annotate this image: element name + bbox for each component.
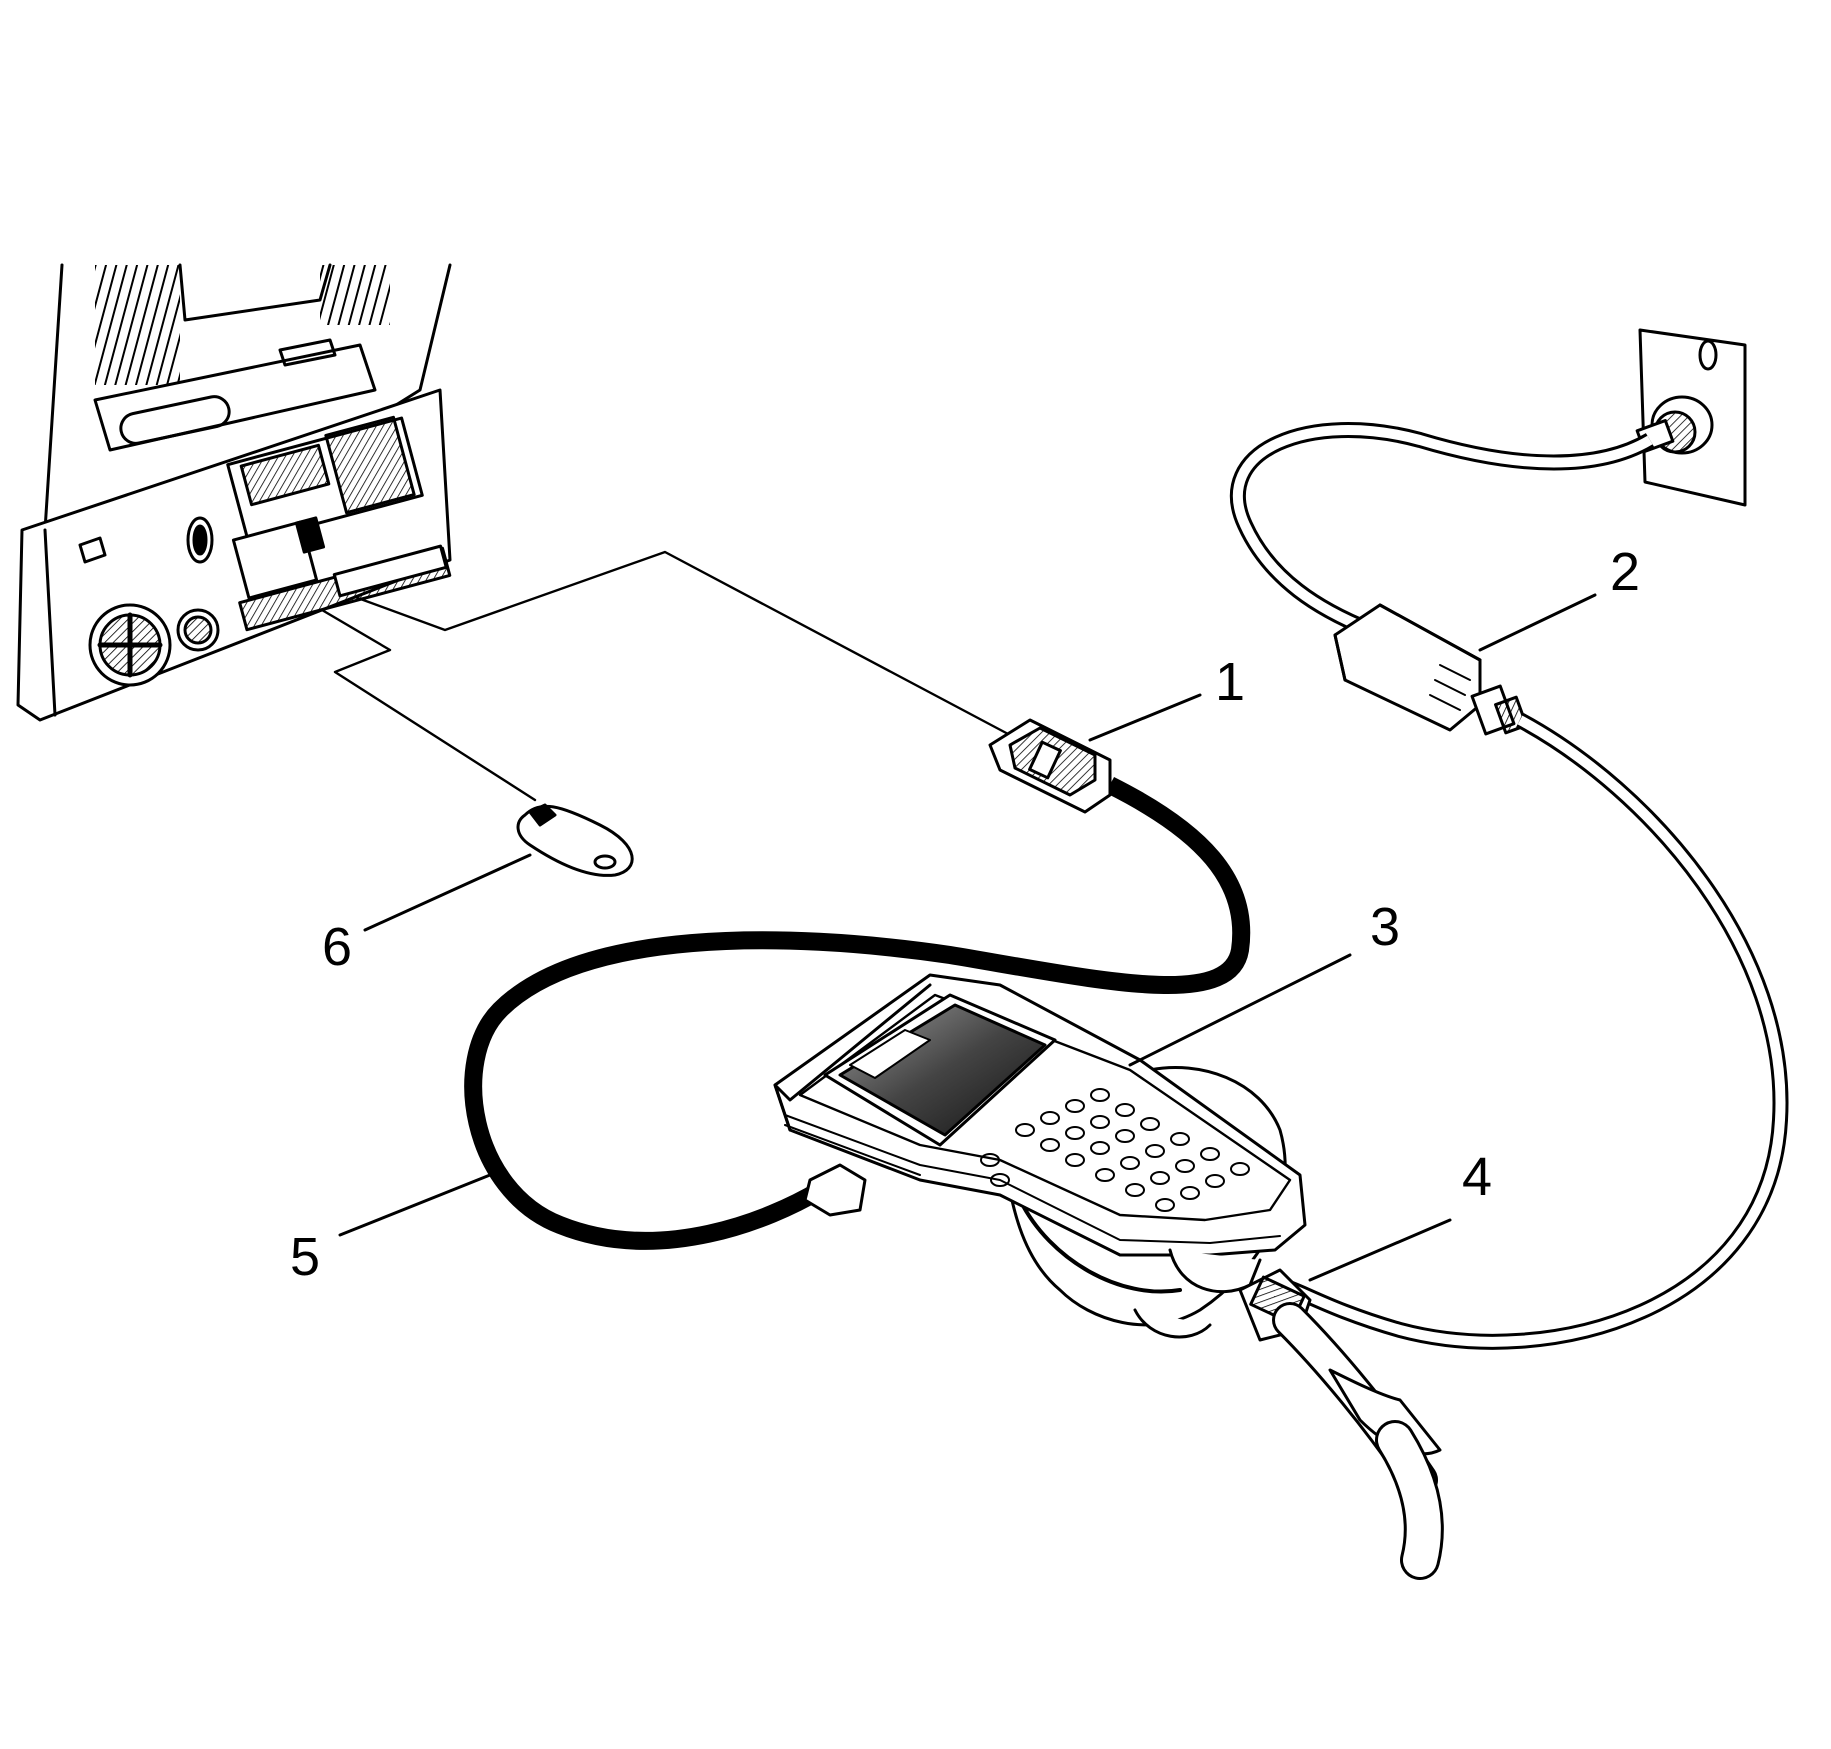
callout-3: 3 [1370,897,1400,957]
callout-5: 5 [290,1227,320,1287]
dlc-cable [1238,1268,1444,1580]
ac-power-cord [1230,421,1655,638]
callout-6: 6 [322,917,352,977]
communication-cable [464,776,1251,1250]
callout-labels: 1 2 3 4 5 6 [290,542,1640,1287]
serial-connector [988,718,1112,814]
scan-tool [773,973,1307,1339]
callout-4: 4 [1462,1147,1492,1207]
callout-1: 1 [1215,652,1245,712]
computer-leader-lines [320,550,1012,802]
dc-power-cord [1277,712,1789,1350]
callout-leaders [338,593,1597,1282]
callout-2: 2 [1610,542,1640,602]
computer-back-panel [16,263,452,722]
wall-outlet [1635,328,1747,507]
usb-key [516,803,634,877]
scan-tool-keypad [980,1088,1250,1212]
ac-adapter-brick [1333,603,1528,736]
